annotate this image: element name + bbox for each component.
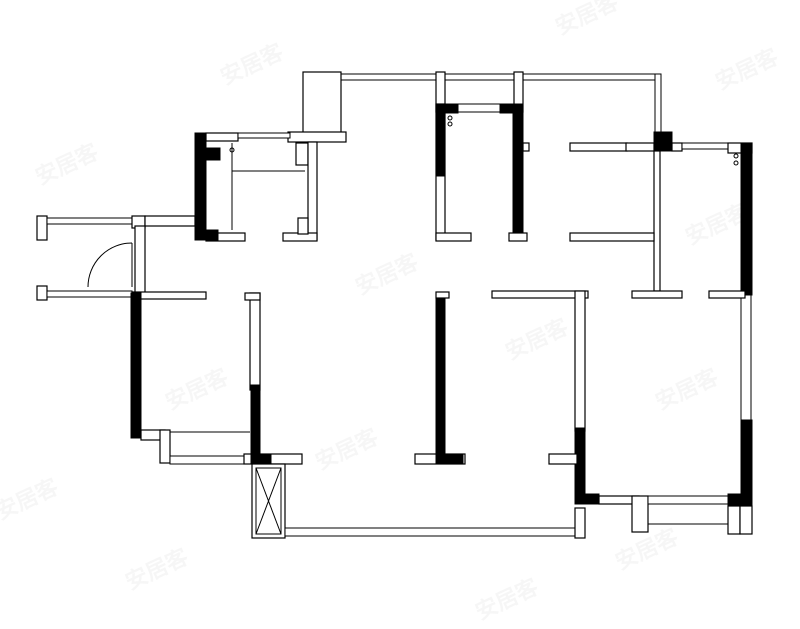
entry-door-swing xyxy=(87,242,133,288)
entry-top-wall xyxy=(144,215,196,227)
mid-right-foot xyxy=(508,232,528,242)
top-window-left xyxy=(339,73,437,81)
mid-bedroom-left-foot xyxy=(435,232,472,242)
right-partition-v xyxy=(653,150,661,292)
bath-corner-tl xyxy=(205,147,221,161)
bedroom-left xyxy=(130,292,261,465)
top-window-mid xyxy=(443,73,515,81)
balcony-side-window xyxy=(654,73,662,133)
right-rooms xyxy=(491,131,753,535)
bath-wall-top xyxy=(205,132,239,142)
bottom-right-solid-left xyxy=(574,493,600,505)
entrance-area xyxy=(36,215,207,301)
watermark: 安居客 xyxy=(472,574,544,626)
entry-pillar-mid xyxy=(134,225,146,295)
mid-duct-icon-1 xyxy=(447,115,453,121)
kitchen-right-solid xyxy=(574,427,586,505)
bath-window xyxy=(237,132,291,139)
right-top-wall-end xyxy=(671,142,683,152)
right-bedroom-door-wall-right xyxy=(708,290,746,299)
bath-corner-bl xyxy=(205,229,219,241)
watermark: 安居客 xyxy=(502,314,574,366)
mid-top-window xyxy=(457,103,501,113)
watermark: 安居客 xyxy=(0,474,63,526)
entry-bottom-rail xyxy=(46,290,133,298)
watermark: 安居客 xyxy=(552,0,624,40)
center-wall-cap xyxy=(435,291,450,299)
shaft-inner xyxy=(255,467,282,535)
watermark: 安居客 xyxy=(712,44,784,96)
entry-top-rail xyxy=(46,217,133,225)
center-wall-foot-solid xyxy=(435,453,464,465)
mid-left-solid-side xyxy=(436,112,445,177)
central-walls xyxy=(414,103,530,465)
right-duct-icon-1 xyxy=(733,153,739,159)
bottom-right-solid-corner xyxy=(727,493,753,507)
right-top-wall-left xyxy=(569,142,628,152)
mid-right-solid-side xyxy=(512,112,524,242)
shaft-box xyxy=(251,463,286,539)
right-bedroom-top-window xyxy=(681,142,731,150)
right-top-wall-mid xyxy=(625,142,655,152)
mid-duct-icon-2 xyxy=(447,121,453,127)
top-wall-ledge xyxy=(287,131,347,143)
bath-wall-left xyxy=(194,132,207,241)
left-bedroom-bay-window xyxy=(169,455,251,465)
mid-right-solid-top xyxy=(499,103,523,114)
bath-wall-right-stub xyxy=(295,142,309,166)
lower-left-shaft xyxy=(243,453,303,539)
watermark: 安居客 xyxy=(312,424,384,476)
bath-wall-right xyxy=(307,141,318,241)
bath-door-notch xyxy=(297,217,309,235)
living-bottom-pillar xyxy=(574,507,586,539)
bottom-right-step xyxy=(631,495,649,533)
shaft-top-solid xyxy=(250,453,272,465)
bathroom-upper-left xyxy=(194,132,318,242)
left-bedroom-bay-side xyxy=(159,429,171,464)
right-outer-solid-bottom xyxy=(740,419,753,503)
kitchen-right-wall xyxy=(574,290,586,432)
living-bottom-window xyxy=(284,527,586,537)
right-outer-solid-top xyxy=(740,142,753,296)
left-bedroom-outer-wall xyxy=(130,292,142,439)
watermark: 安居客 xyxy=(352,249,424,301)
center-solid-wall xyxy=(435,291,446,463)
right-duct-icon-2 xyxy=(733,160,739,166)
bottom-right-stub xyxy=(727,505,741,535)
watermark: 安居客 xyxy=(217,39,289,91)
top-chimney-block xyxy=(302,71,342,135)
bottom-right-window xyxy=(647,495,729,505)
left-room-top-wall xyxy=(131,291,207,300)
right-corner-pillar xyxy=(653,131,673,152)
right-bedroom-door-wall-left xyxy=(631,290,683,299)
mid-right-stub xyxy=(522,142,530,152)
left-bedroom-right-wall-top xyxy=(244,292,261,301)
watermark: 安居客 xyxy=(122,544,194,596)
right-outer-window xyxy=(740,294,752,424)
left-bedroom-right-solid xyxy=(250,384,261,456)
watermark: 安居客 xyxy=(162,364,234,416)
kitchen-top-wall xyxy=(491,290,589,299)
entry-left-wall-bottom xyxy=(36,285,48,301)
watermark: 安居客 xyxy=(652,364,724,416)
shaft-cross-2 xyxy=(255,467,282,535)
bottom-window xyxy=(284,507,586,539)
entry-left-wall-top xyxy=(36,215,48,241)
mid-left-solid-top xyxy=(435,103,459,114)
kitchen-foot xyxy=(548,453,578,465)
watermark: 安居客 xyxy=(32,139,104,191)
bottom-right-stub-r xyxy=(739,505,753,535)
right-partition-h xyxy=(569,232,655,242)
top-window-right xyxy=(521,73,661,81)
left-bedroom-right-wall xyxy=(249,292,261,391)
bath-drain-icon xyxy=(229,147,235,153)
